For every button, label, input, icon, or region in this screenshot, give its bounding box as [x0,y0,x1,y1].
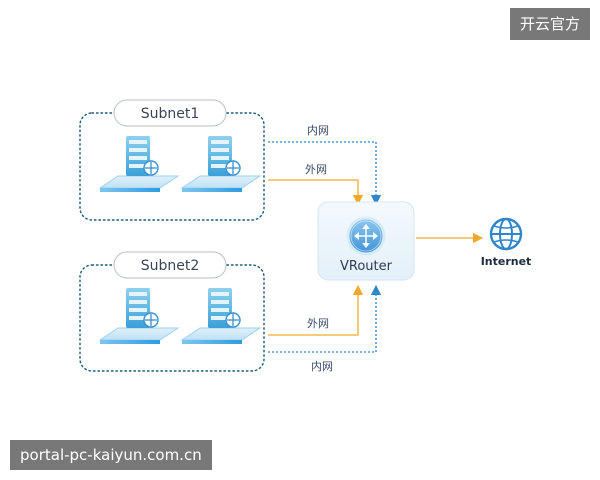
subnet1-inner-label: 内网 [307,123,329,137]
subnet1-pill: Subnet1 [113,99,227,127]
subnet1-inner-line [268,141,382,206]
vrouter-node: VRouter [317,201,415,281]
vrouter-label: VRouter [340,259,393,274]
server-icon [99,135,179,193]
server-icon [181,135,261,193]
watermark-top: 开云官方 [509,8,590,40]
internet-label: Internet [481,255,532,268]
subnet2-pill: Subnet2 [113,251,227,279]
subnet2-inner-line [268,284,382,353]
subnet1-outer-line [268,179,364,206]
subnet1-outer-label: 外网 [305,163,327,176]
router-icon [346,216,386,256]
globe-icon [489,217,523,251]
subnet1-label: Subnet1 [141,106,200,122]
server-icon [99,287,179,345]
subnet2-label: Subnet2 [141,258,200,274]
server-icon [181,287,261,345]
subnet2-inner-label: 内网 [311,359,333,373]
watermark-bottom: portal-pc-kaiyun.com.cn [10,440,212,470]
subnet1-container [79,112,265,221]
subnet2-container [79,264,265,372]
subnet2-outer-label: 外网 [307,317,329,330]
subnet2-outer-line [268,284,364,336]
